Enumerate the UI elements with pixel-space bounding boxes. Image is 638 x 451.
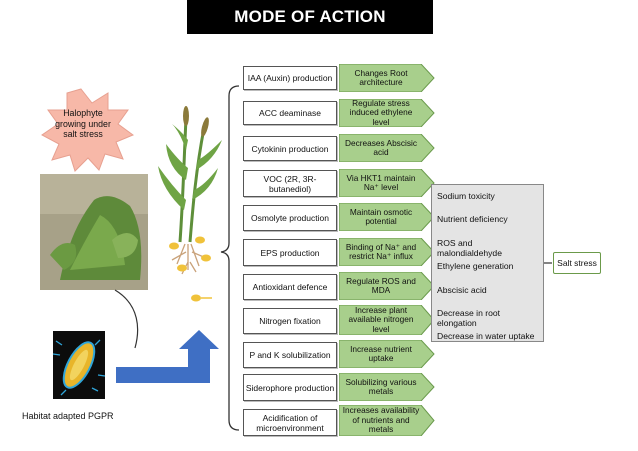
effect-text: Binding of Na⁺ and restrict Na⁺ influx (345, 241, 417, 261)
effect-text: Increases availability of nutrients and … (342, 405, 420, 435)
effect-text: Via HKT1 maintain Na⁺ level (346, 172, 416, 192)
effect-arrow: Maintain osmotic potential (339, 203, 435, 231)
mechanism-box: VOC (2R, 3R-butanediol) (243, 170, 337, 197)
halophyte-star-shape (41, 88, 135, 172)
mechanism-box: Cytokinin production (243, 136, 337, 161)
mechanism-box: EPS production (243, 239, 337, 266)
stress-effect-item: Ethylene generation (437, 261, 514, 272)
stress-effect-item: Decrease in water uptake (437, 331, 535, 342)
effect-arrow: Via HKT1 maintain Na⁺ level (339, 169, 435, 197)
plant-illustration (158, 106, 222, 302)
stress-effect-item: Nutrient deficiency (437, 214, 508, 225)
photo-to-pgpr-line (114, 289, 139, 349)
effect-text: Increase nutrient uptake (350, 343, 412, 363)
mechanism-box: ACC deaminase (243, 101, 337, 125)
stress-effect-item: Abscisic acid (437, 284, 487, 295)
effect-arrow: Increases availability of nutrients and … (339, 405, 435, 436)
halophyte-label: Halophyte growing under salt stress (55, 108, 111, 139)
pgpr-label: Habitat adapted PGPR (22, 411, 114, 421)
stress-effect-item: ROS and malondialdehyde (437, 237, 502, 258)
effect-text: Maintain osmotic potential (349, 206, 413, 226)
effect-arrow: Increase nutrient uptake (339, 340, 435, 368)
effect-arrow: Binding of Na⁺ and restrict Na⁺ influx (339, 238, 435, 266)
effect-arrow: Solubilizing various metals (339, 373, 435, 401)
mechanism-box: P and K solubilization (243, 342, 337, 368)
salt-stress-label: Salt stress (553, 252, 601, 274)
blue-arrow (116, 330, 219, 383)
effect-text: Solubilizing various metals (345, 376, 417, 396)
stress-effect-item: Sodium toxicity (437, 191, 495, 201)
diagram-title: MODE OF ACTION (187, 0, 433, 34)
mechanism-box: Acidification of microenvironment (243, 409, 337, 436)
effect-arrow: Decreases Abscisic acid (339, 134, 435, 162)
mechanism-brace (220, 85, 240, 431)
effect-text: Changes Root architecture (354, 67, 408, 87)
stress-effect-item: Decrease in root elongation (437, 307, 501, 328)
pgpr-bacterium-image (52, 331, 106, 399)
mechanism-box: Osmolyte production (243, 205, 337, 231)
effect-text: Increase plant available nitrogen level (348, 304, 414, 334)
mechanism-box: Antioxidant defence (243, 274, 337, 300)
effect-arrow: Regulate ROS and MDA (339, 272, 435, 300)
effect-text: Decreases Abscisic acid (345, 137, 417, 157)
salt-stress-effects-box: Sodium toxicity Nutrient deficiency ROS … (431, 184, 544, 342)
halophyte-photo (40, 174, 148, 290)
effect-text: Regulate stress induced ethylene level (349, 97, 413, 127)
mechanism-box: IAA (Auxin) production (243, 66, 337, 90)
mechanism-box: Siderophore production (243, 374, 337, 401)
effect-arrow: Regulate stress induced ethylene level (339, 97, 435, 127)
effect-text: Regulate ROS and MDA (346, 275, 416, 295)
mechanism-box: Nitrogen fixation (243, 308, 337, 334)
effect-arrow: Increase plant available nitrogen level (339, 305, 435, 335)
effect-arrow: Changes Root architecture (339, 64, 435, 92)
